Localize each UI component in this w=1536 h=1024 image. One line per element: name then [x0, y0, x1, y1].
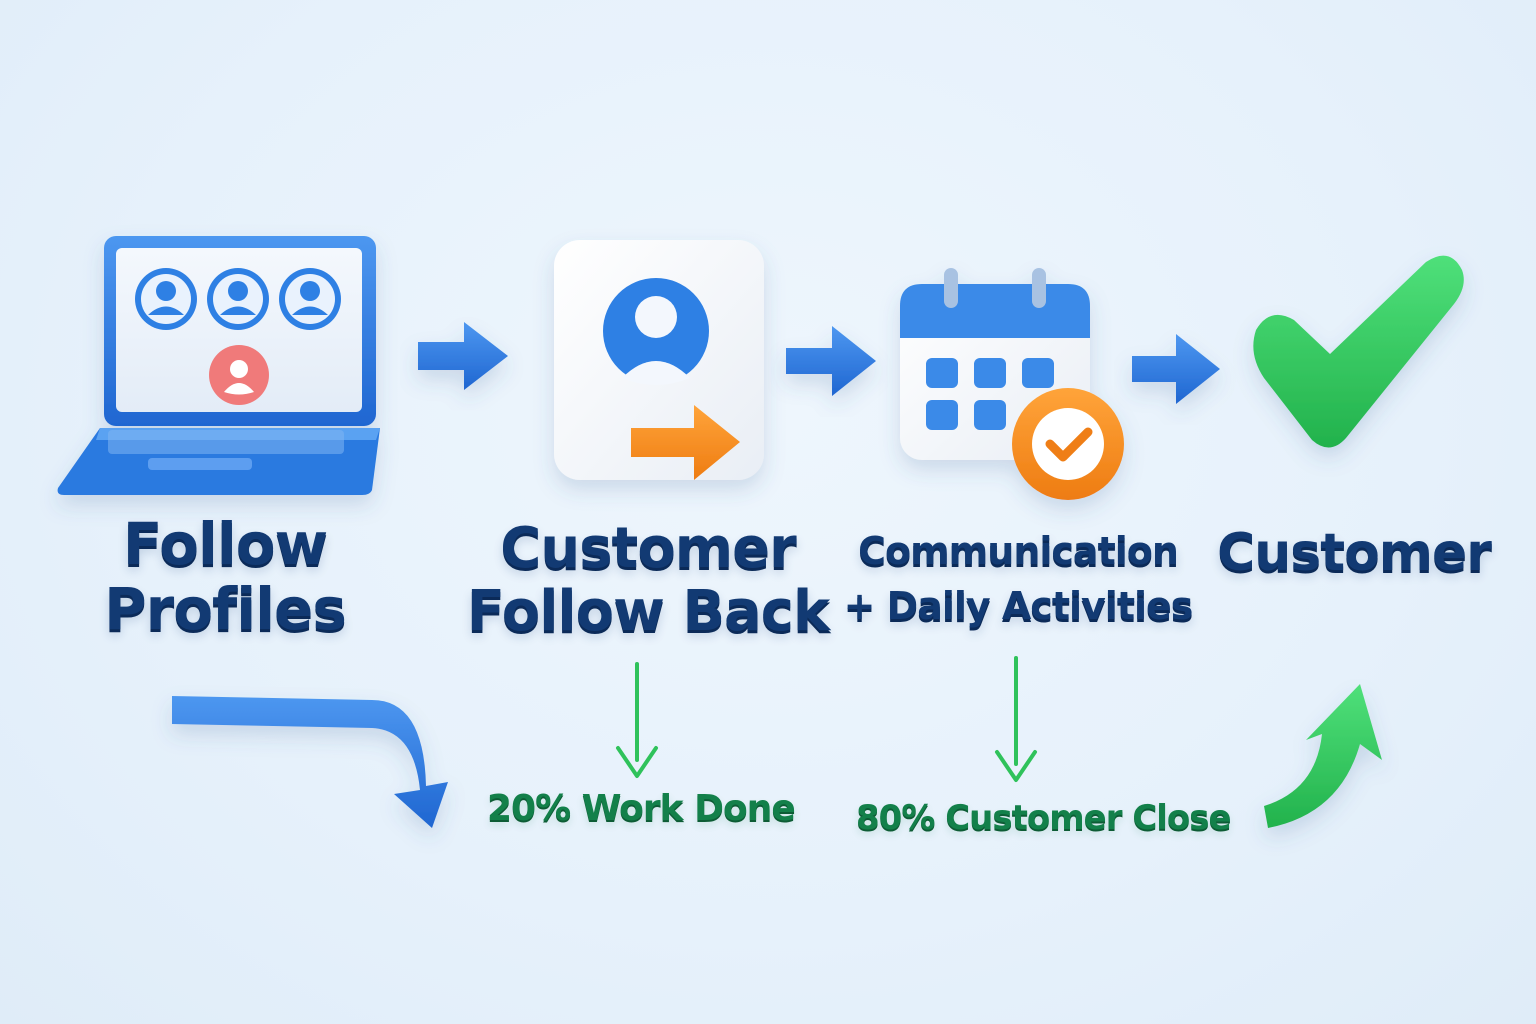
arrow-right-icon: [1132, 334, 1220, 404]
step-label-line: Follow: [122, 510, 328, 578]
laptop-profiles-icon: [57, 236, 380, 495]
metric-work-done: 20% Work Done: [487, 788, 796, 829]
curved-arrow-up-icon: [1264, 684, 1382, 828]
step-label-follow-profiles: Follow Profiles: [70, 512, 380, 642]
step-label-line: Profiles: [104, 574, 347, 643]
step-label-line: Customer: [1217, 523, 1492, 583]
step-label-line: Follow Back: [466, 578, 830, 644]
step-label-line: + Daily Activities: [843, 584, 1194, 629]
checkmark-icon: [1253, 255, 1464, 448]
step-label-communication: Communication + Daily Activities: [836, 524, 1200, 634]
step-label-customer: Customer: [1206, 524, 1502, 582]
profile-card-icon: [554, 240, 764, 480]
arrow-right-icon: [786, 326, 876, 396]
metric-customer-close: 80% Customer Close: [856, 798, 1232, 838]
step-label-line: Customer: [500, 516, 797, 581]
step-label-customer-follow-back: Customer Follow Back: [462, 516, 834, 644]
arrow-right-icon: [631, 405, 740, 480]
avatar-icon: [279, 268, 341, 330]
arrow-down-icon: [616, 662, 658, 778]
curved-arrow-down-icon: [172, 696, 448, 828]
arrow-down-icon: [995, 656, 1037, 782]
check-badge-icon: [1012, 388, 1124, 500]
avatar-icon: [207, 268, 269, 330]
step-label-line: Communication: [858, 529, 1179, 573]
calendar-check-icon: [900, 268, 1124, 500]
avatar-highlight-icon: [209, 345, 269, 405]
avatar-icon: [135, 268, 197, 330]
arrow-right-icon: [418, 322, 508, 390]
